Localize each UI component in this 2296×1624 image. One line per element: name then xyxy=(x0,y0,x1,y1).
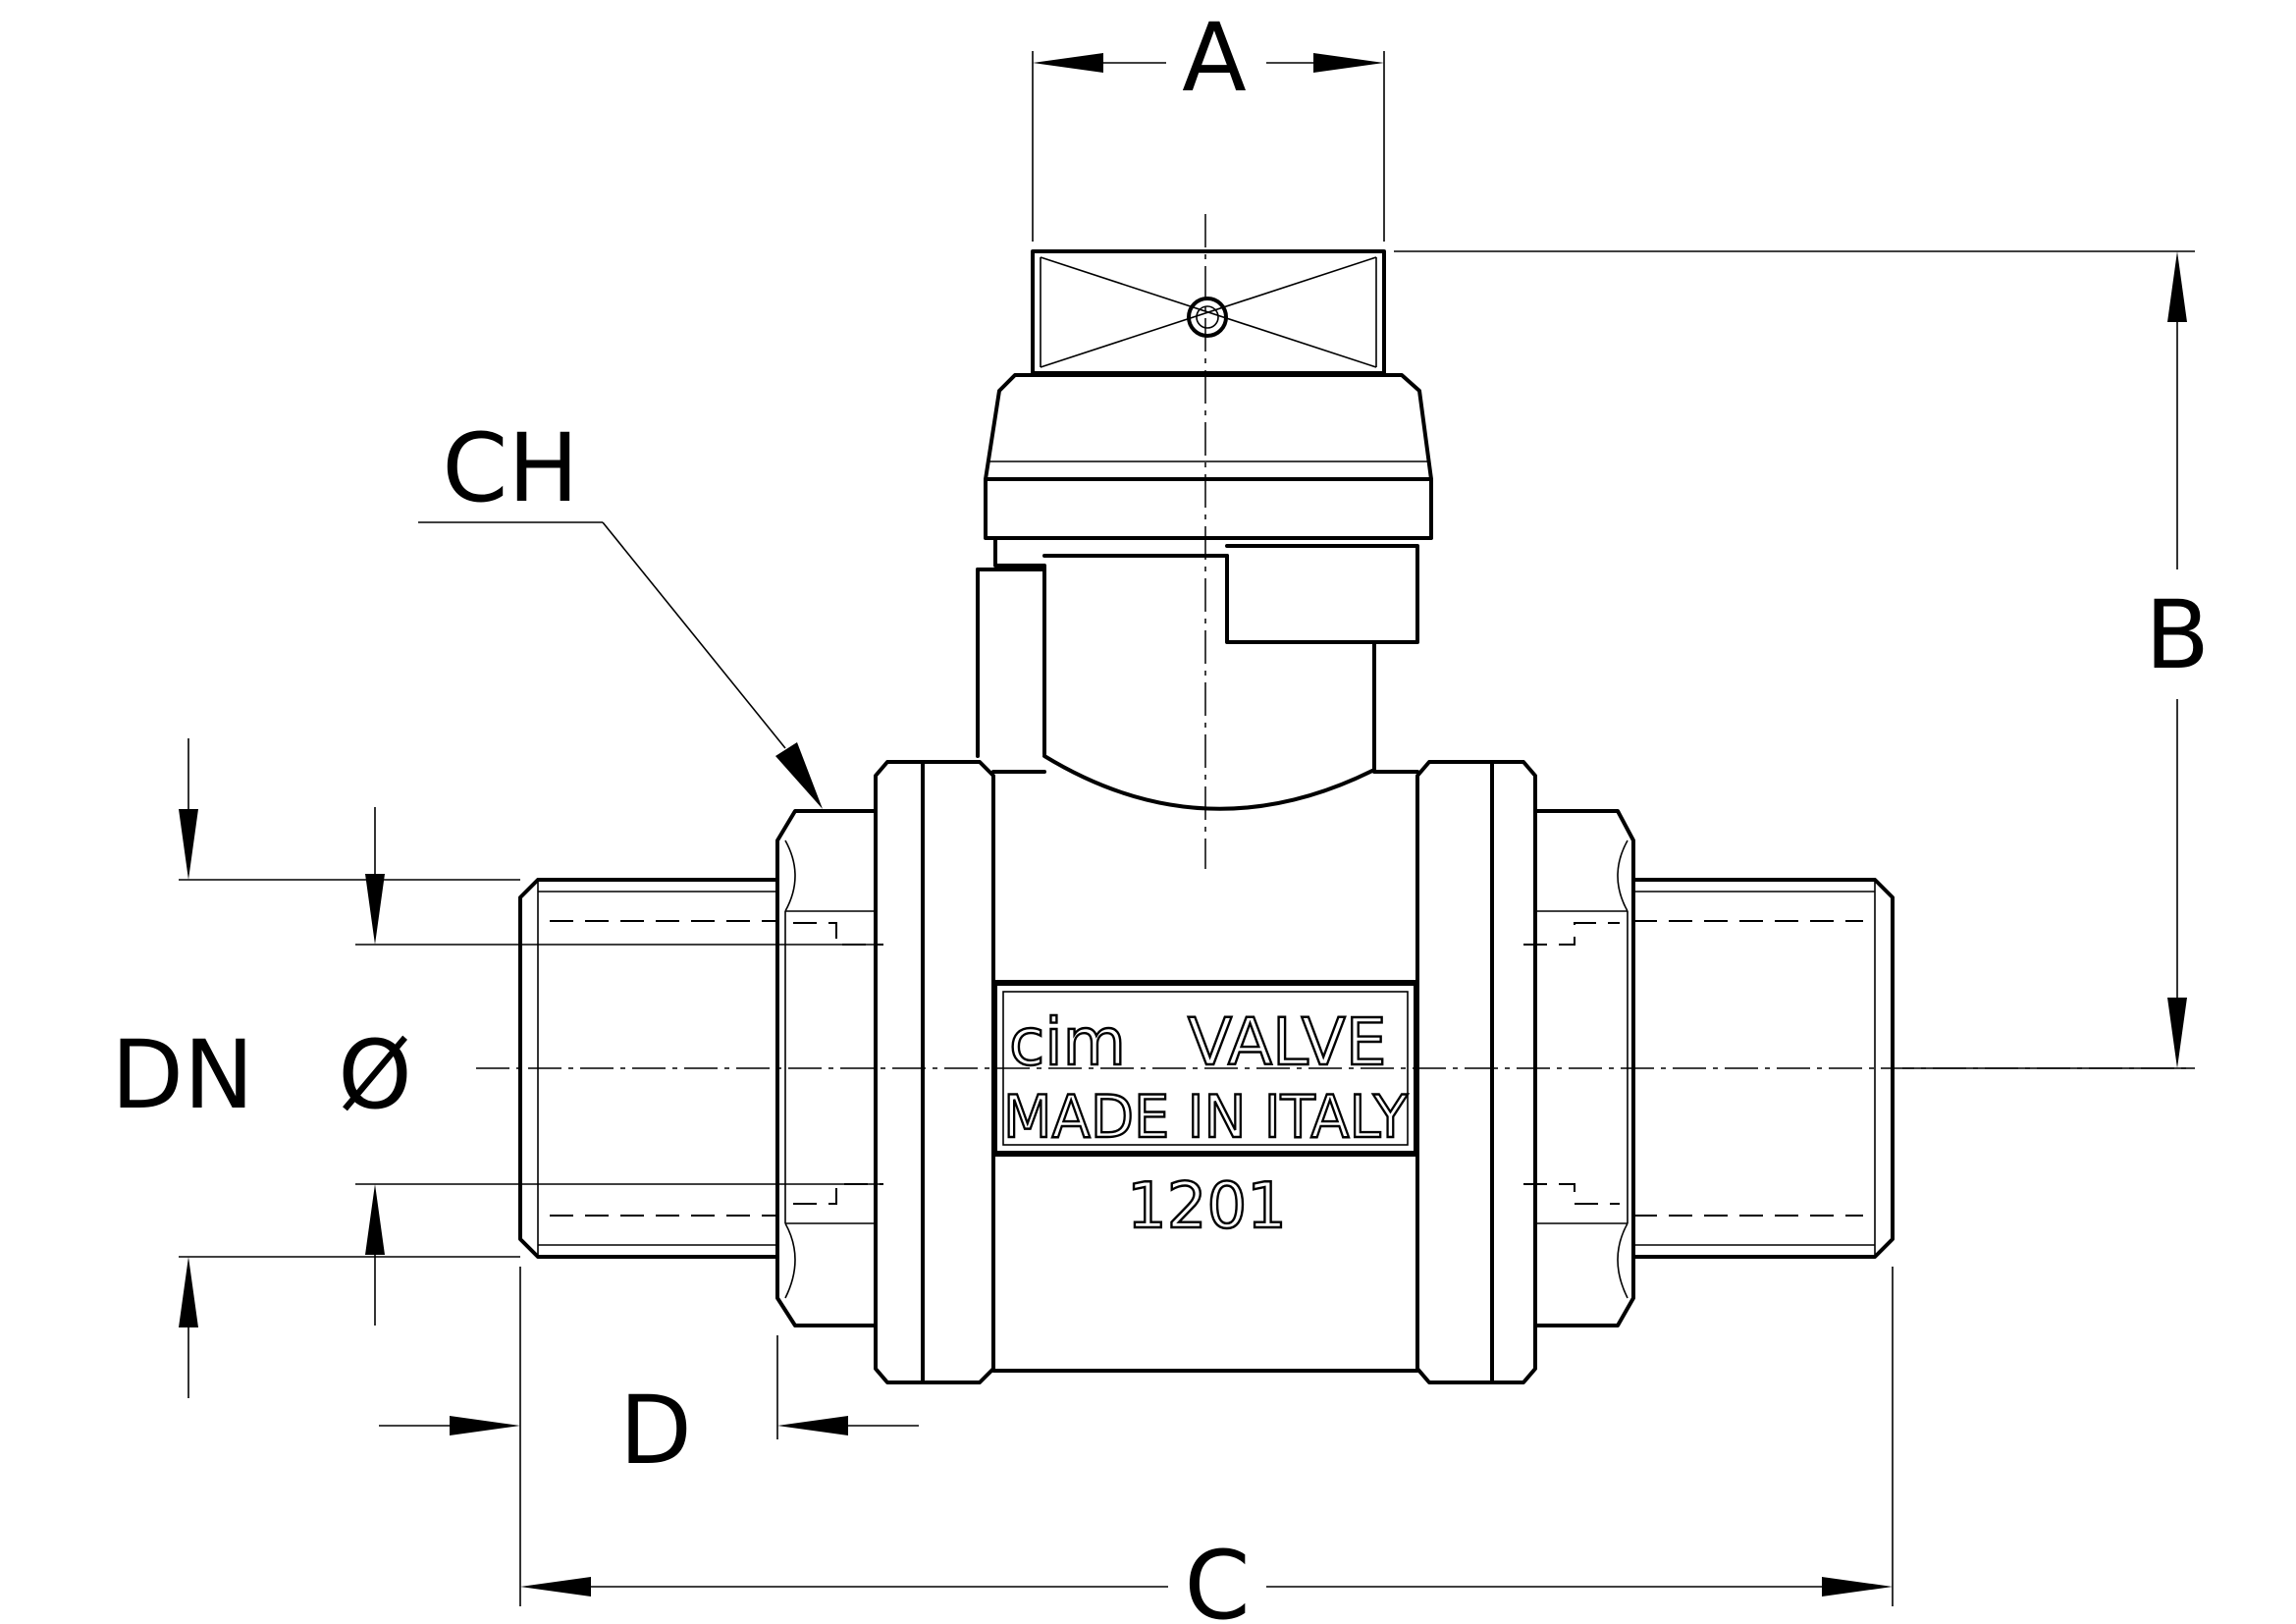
valve-body xyxy=(874,760,1537,1384)
dimension-a: A xyxy=(1032,3,1385,242)
dimension-b: B xyxy=(1394,250,2210,1069)
dim-label-dn: DN xyxy=(111,1020,254,1130)
brand-logo: cim xyxy=(1009,1004,1126,1080)
nameplate-marking: cim VALVE MADE IN ITALY 1201 xyxy=(1002,1003,1410,1244)
dimension-diameter: Ø xyxy=(338,807,883,1326)
model-number: 1201 xyxy=(1127,1170,1287,1243)
valve-handle xyxy=(976,249,1433,811)
dimension-d: D xyxy=(379,1335,919,1486)
dim-label-a: A xyxy=(1182,3,1247,113)
screw-icon xyxy=(1187,297,1228,338)
dimension-c: C xyxy=(519,1267,1894,1624)
origin-text: MADE IN ITALY xyxy=(1003,1083,1408,1152)
dimension-dn: DN xyxy=(111,738,520,1398)
dim-label-d: D xyxy=(619,1376,692,1486)
dim-label-b: B xyxy=(2145,580,2210,690)
dim-label-c: C xyxy=(1184,1531,1250,1624)
dim-label-ch: CH xyxy=(442,413,578,523)
leader-ch: CH xyxy=(418,413,823,809)
dim-label-diameter: Ø xyxy=(338,1020,412,1130)
right-threaded-end xyxy=(1631,878,1895,1259)
left-threaded-end xyxy=(518,878,779,1259)
right-hex-nut xyxy=(1523,809,1635,1327)
brand-suffix: VALVE xyxy=(1188,1004,1386,1080)
